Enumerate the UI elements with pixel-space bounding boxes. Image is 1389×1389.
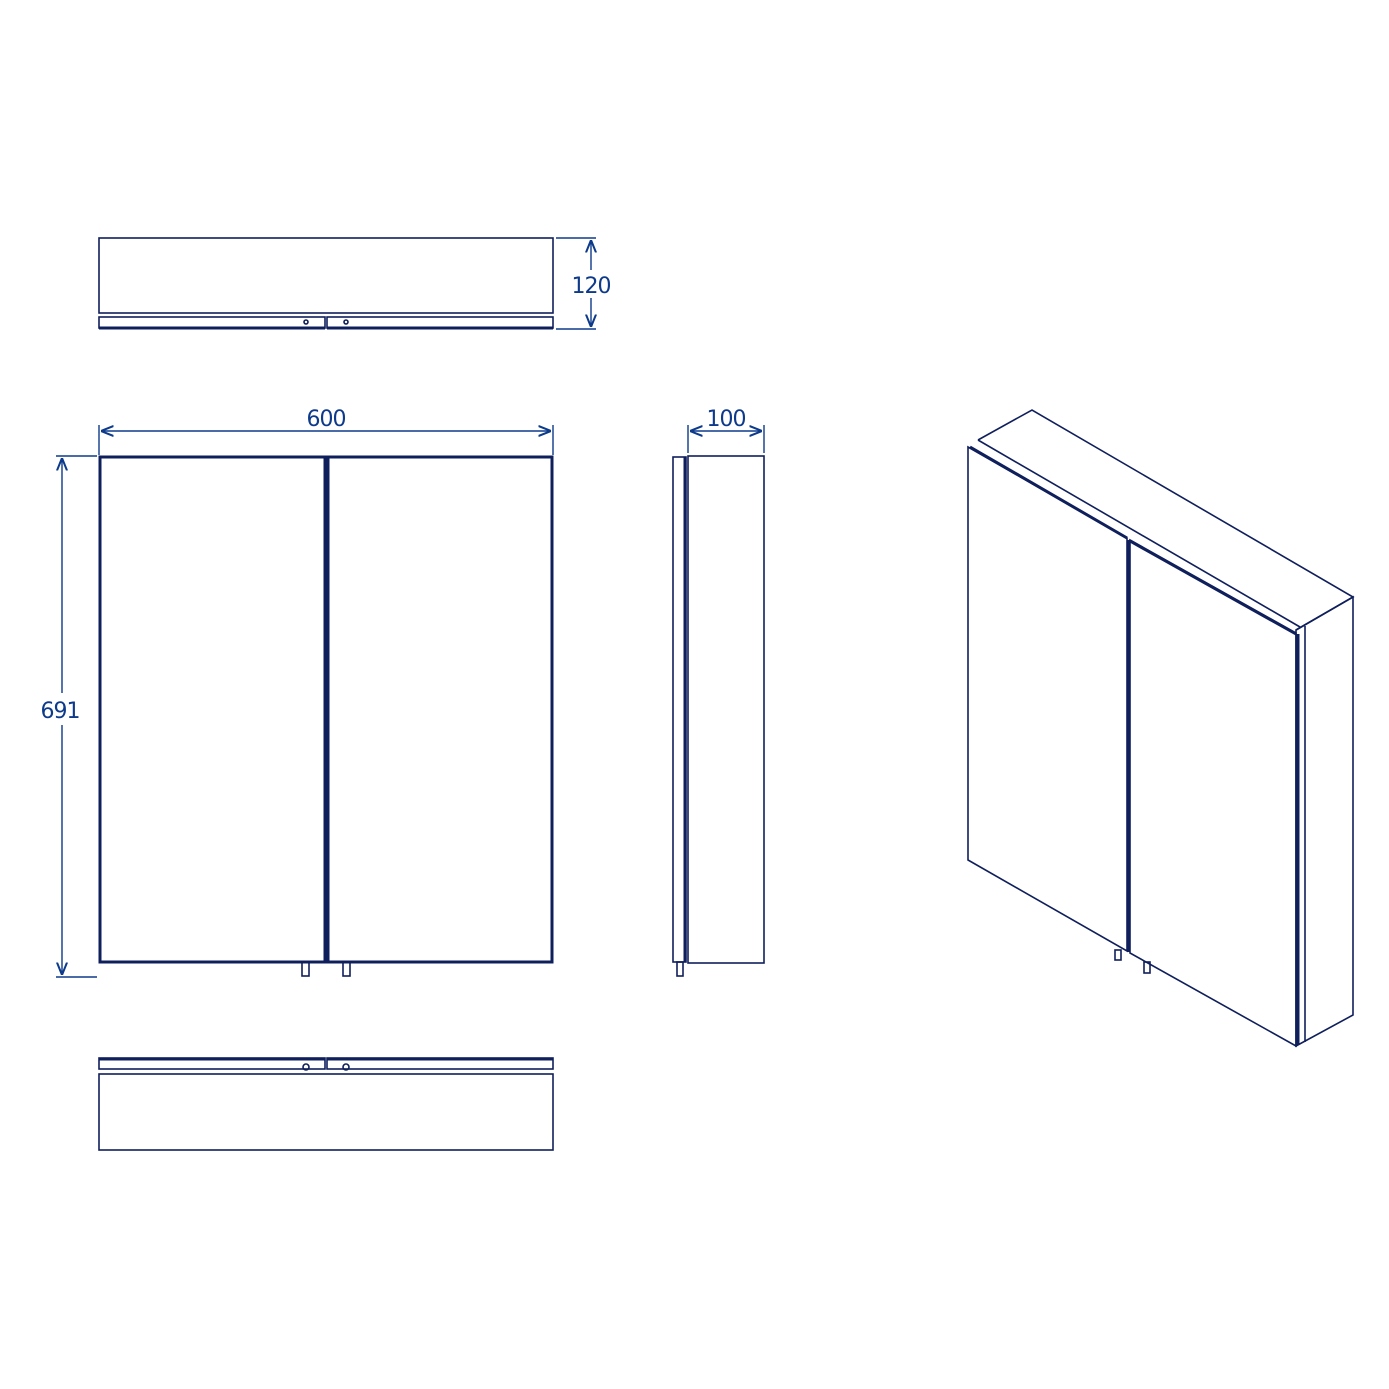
- bottom-body: [98, 1073, 554, 1151]
- side-body: [687, 455, 765, 964]
- top-view: 120: [98, 237, 612, 330]
- hinge-icon: [301, 961, 310, 977]
- isometric-view: [967, 409, 1355, 1048]
- hinge-icon: [343, 319, 349, 325]
- hinge-icon: [303, 319, 309, 325]
- top-body: [98, 237, 554, 314]
- iso-door-right: [1129, 538, 1297, 1048]
- hinge-icon: [676, 961, 684, 977]
- width-dimension-label: 600: [307, 407, 346, 432]
- hinge-icon: [342, 1063, 350, 1071]
- hinge-icon: [1114, 949, 1122, 961]
- iso-top-face: [977, 409, 1355, 631]
- depth-dimension-label: 120: [572, 274, 611, 299]
- front-view: 600 691: [41, 407, 554, 978]
- height-dimension-label: 691: [41, 699, 80, 724]
- top-door-right: [326, 316, 554, 329]
- side-depth-dimension-label: 100: [707, 407, 746, 432]
- front-door-left: [98, 455, 327, 964]
- top-door-left: [98, 316, 326, 329]
- bottom-view: [98, 1057, 554, 1151]
- hinge-icon: [342, 961, 351, 977]
- side-view: 100: [672, 407, 765, 977]
- hinge-icon: [1143, 961, 1151, 974]
- front-door-right: [326, 455, 554, 964]
- hinge-icon: [302, 1063, 310, 1071]
